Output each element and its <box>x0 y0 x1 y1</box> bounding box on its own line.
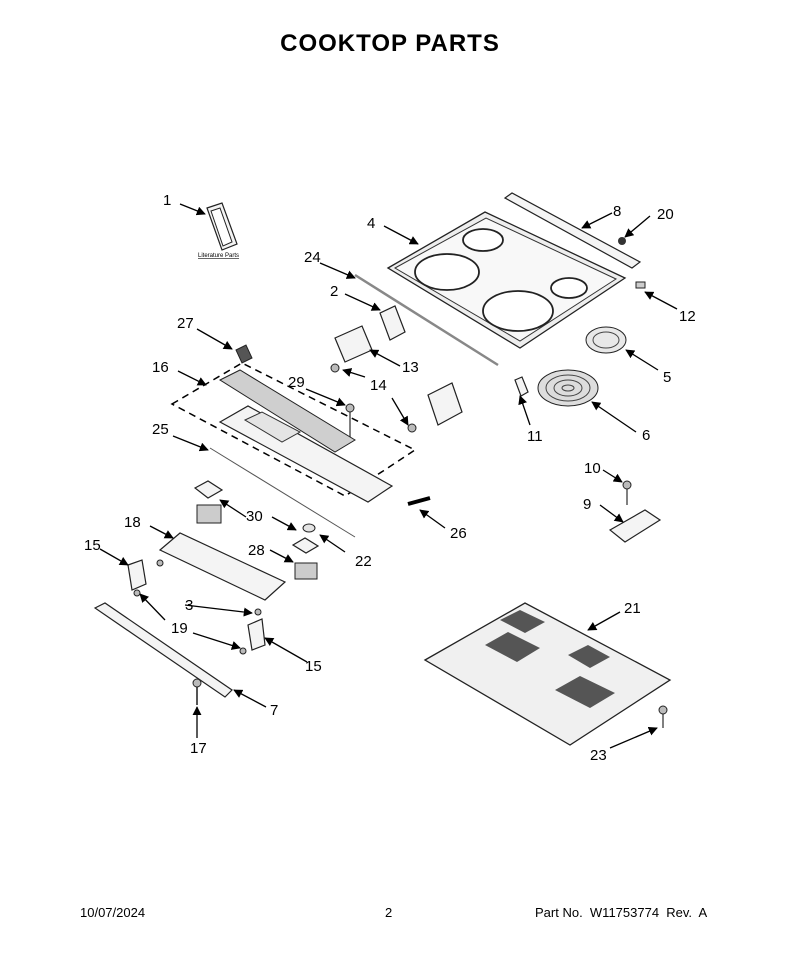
callout-4: 4 <box>367 215 375 232</box>
callout-1: 1 <box>163 192 171 209</box>
callout-23: 23 <box>590 747 607 764</box>
trim-rail <box>93 602 233 698</box>
callout-14: 14 <box>370 377 387 394</box>
callout-28: 28 <box>248 542 265 559</box>
callout-29: 29 <box>288 374 305 391</box>
callout-20: 20 <box>657 206 674 223</box>
callout-numbers: 1 2 3 4 5 6 7 8 9 10 11 12 13 14 15 15 1… <box>84 192 696 764</box>
callout-22: 22 <box>355 553 372 570</box>
callout-26: 26 <box>450 525 467 542</box>
callout-6: 6 <box>642 427 650 444</box>
bracket-13 <box>427 382 463 426</box>
callout-2: 2 <box>330 283 338 300</box>
callout-30: 30 <box>246 508 263 525</box>
callout-16: 16 <box>152 359 169 376</box>
screw-10 <box>622 480 632 505</box>
literature-parts-booklet: Literature Parts <box>198 202 239 259</box>
callout-25: 25 <box>152 421 169 438</box>
bracket-2 <box>334 305 406 363</box>
screw-17 <box>192 678 202 705</box>
callout-27: 27 <box>177 315 194 332</box>
heating-element-6 <box>537 369 599 407</box>
clip <box>635 281 646 289</box>
wire-harness <box>209 447 356 538</box>
callout-12: 12 <box>679 308 696 325</box>
screw-19b <box>239 647 247 655</box>
callout-9: 9 <box>583 496 591 513</box>
cap-22 <box>302 523 316 533</box>
footer-date: 10/07/2024 <box>80 905 146 920</box>
callout-10: 10 <box>584 460 601 477</box>
callout-18: 18 <box>124 514 141 531</box>
glass-cooktop <box>386 211 627 349</box>
heating-element-5 <box>585 326 627 354</box>
screw-3b <box>254 608 262 616</box>
callout-13: 13 <box>402 359 419 376</box>
callout-7: 7 <box>270 702 278 719</box>
callout-8: 8 <box>613 203 621 220</box>
screw-14a <box>330 363 340 373</box>
callout-24: 24 <box>304 249 321 266</box>
leader-lines <box>99 203 678 749</box>
callout-19: 19 <box>171 620 188 637</box>
bracket-15-right <box>247 618 266 651</box>
switch-cover <box>193 480 224 499</box>
gasket-rod <box>354 273 499 367</box>
footer-page-number: 2 <box>385 905 393 920</box>
control-panel-dashed-outline <box>170 362 417 497</box>
callout-5: 5 <box>663 369 671 386</box>
bracket-15-left <box>127 559 147 591</box>
screw-19a <box>133 589 141 597</box>
screw-3a <box>156 559 164 567</box>
knob <box>235 344 253 364</box>
footer-part-number: Part No. W11753774 Rev. A <box>535 905 708 920</box>
callout-17: 17 <box>190 740 207 757</box>
bracket-9 <box>608 509 662 543</box>
switch-cover-28 <box>291 537 320 554</box>
switch-30 <box>196 504 222 524</box>
control-panel <box>218 369 394 503</box>
page-title: COOKTOP PARTS <box>280 30 500 57</box>
screw-23 <box>658 705 668 728</box>
callout-15a: 15 <box>84 537 101 554</box>
control-housing <box>158 532 287 601</box>
burner-box <box>423 602 672 746</box>
callout-15b: 15 <box>305 658 322 675</box>
switch-28 <box>294 562 318 580</box>
clip-11 <box>514 376 529 397</box>
callout-11: 11 <box>527 428 543 445</box>
callout-21: 21 <box>624 600 641 617</box>
callout-3: 3 <box>185 597 193 614</box>
literature-label: Literature Parts <box>198 253 239 259</box>
screw-14b <box>407 423 417 433</box>
plug <box>618 237 626 245</box>
strip-26 <box>407 496 431 506</box>
screw-29 <box>345 403 355 442</box>
rear-trim <box>503 192 642 269</box>
